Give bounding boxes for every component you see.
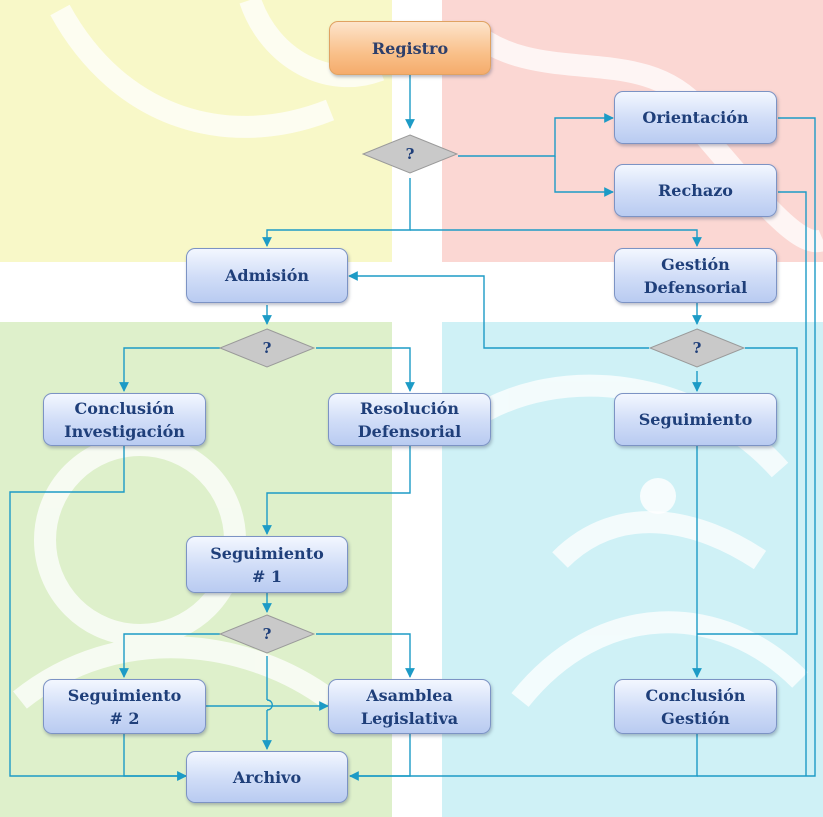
node-rechazo: Rechazo [614, 164, 777, 217]
node-archivo: Archivo [186, 751, 348, 803]
edge-orientacion-archivo [697, 117, 816, 777]
node-conclusion-gestion: Conclusión Gestión [614, 679, 777, 734]
edge-d1-rechazo [554, 156, 614, 197]
edge-d3-admision [348, 271, 649, 349]
decision-4: ? [219, 614, 315, 654]
edge-d2-resolucion [316, 347, 415, 392]
node-orientacion: Orientación [614, 91, 777, 144]
node-seguimiento: Seguimiento [614, 393, 777, 446]
decision-2: ? [219, 328, 315, 368]
edge-d4-archivo-hop [266, 699, 273, 711]
edge-d1-orientacion [458, 113, 614, 157]
node-seguimiento-2: Seguimiento # 2 [43, 679, 206, 734]
decision-label: ? [262, 339, 272, 357]
edge-d3-archivo [697, 347, 798, 635]
node-resolucion-defensorial: Resolución Defensorial [328, 393, 491, 446]
decision-label: ? [262, 625, 272, 643]
diamond-shape [362, 134, 458, 174]
diamond-shape [219, 614, 315, 654]
edge-d4-asamblea [316, 633, 415, 678]
diamond-shape [649, 328, 745, 368]
node-conclusion-investigacion: Conclusión Investigación [43, 393, 206, 446]
decision-label: ? [405, 145, 415, 163]
diamond-shape [219, 328, 315, 368]
edge-d2-conclusion-investigacion [119, 347, 220, 392]
edge-d4-seguimiento2 [119, 633, 220, 678]
edge-conclusion-gestion-archivo [349, 734, 698, 781]
node-registro: Registro [329, 21, 491, 75]
edge-resolucion-seguimiento1 [262, 446, 411, 535]
edge-d1-admision [262, 178, 411, 247]
node-seguimiento-1: Seguimiento # 1 [186, 536, 348, 593]
edge-asamblea-archivo [350, 734, 411, 777]
edge-rechazo-archivo [778, 191, 807, 776]
decision-label: ? [692, 339, 702, 357]
decision-3: ? [649, 328, 745, 368]
edge-seguimiento2-archivo [123, 734, 187, 781]
edge-d1-gestion [410, 229, 702, 247]
decision-1: ? [362, 134, 458, 174]
edge-conclusion-investigacion-archivo [9, 446, 187, 781]
node-asamblea-legislativa: Asamblea Legislativa [328, 679, 491, 734]
node-gestion-defensorial: Gestión Defensorial [614, 248, 777, 303]
watermark-dot [640, 478, 676, 514]
node-admision: Admisión [186, 248, 348, 303]
